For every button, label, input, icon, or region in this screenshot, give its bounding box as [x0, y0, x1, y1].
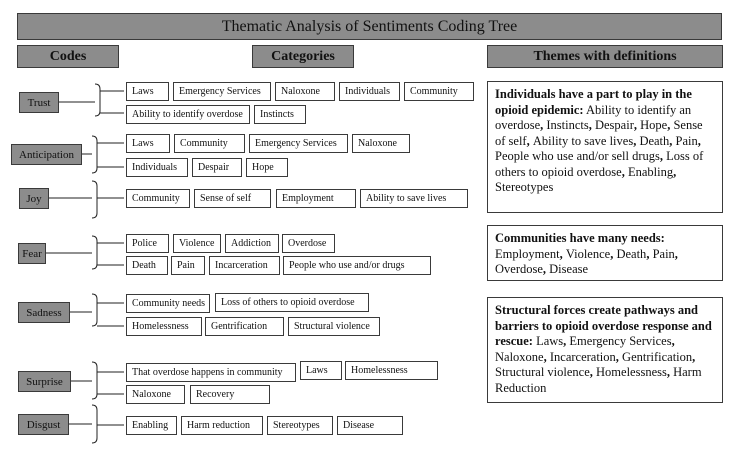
code-sadness: Sadness: [18, 302, 70, 323]
category-box: Violence: [173, 234, 221, 253]
theme-item: People who use and/or sell drugs: [495, 149, 660, 163]
theme-item: Incarceration: [549, 349, 616, 364]
category-box: Community: [404, 82, 474, 101]
category-box: Stereotypes: [267, 416, 333, 435]
theme-item: Ability to identify an overdose: [495, 102, 692, 133]
category-box: Emergency Services: [173, 82, 271, 101]
category-box: Laws: [126, 134, 170, 153]
category-box: Homelessness: [126, 317, 202, 336]
theme-box-communities: Communities have many needs: Employment,…: [487, 225, 723, 281]
category-box: Structural violence: [288, 317, 380, 336]
theme-item: Violence: [565, 246, 611, 261]
theme-item: Laws: [536, 334, 564, 348]
category-box: Community: [126, 189, 190, 208]
category-box: Community: [174, 134, 245, 153]
theme-item: Ability to save lives: [532, 133, 634, 148]
category-box: Police: [126, 234, 169, 253]
category-box: Ability to save lives: [360, 189, 468, 208]
theme-item: Sense of self: [495, 118, 703, 148]
category-box: Hope: [246, 158, 288, 177]
theme-item: Disease: [549, 262, 589, 276]
theme-item: Gentrification: [622, 349, 693, 364]
code-disgust: Disgust: [18, 414, 69, 435]
page-title: Thematic Analysis of Sentiments Coding T…: [17, 13, 722, 40]
category-box: Disease: [337, 416, 403, 435]
category-box: Despair: [192, 158, 242, 177]
category-box: Naloxone: [275, 82, 335, 101]
category-box: Individuals: [339, 82, 400, 101]
theme-item: Pain: [652, 246, 675, 261]
code-surprise: Surprise: [18, 371, 71, 392]
theme-item: Death: [639, 133, 670, 148]
category-box: Harm reduction: [181, 416, 263, 435]
category-box: Incarceration: [209, 256, 280, 275]
category-box: Recovery: [190, 385, 270, 404]
categories-header: Categories: [252, 45, 354, 68]
theme-item: Enabling: [627, 164, 674, 179]
codes-header: Codes: [17, 45, 119, 68]
category-box: Enabling: [126, 416, 177, 435]
theme-item: Structural violence: [495, 365, 590, 379]
themes-header: Themes with definitions: [487, 45, 723, 68]
theme-title: Individuals have a part to play in the o…: [495, 87, 692, 117]
theme-item: Employment: [495, 246, 560, 261]
theme-item: Despair: [594, 118, 634, 132]
category-box: Sense of self: [194, 189, 271, 208]
theme-item: Emergency Services: [569, 334, 672, 348]
category-box: Community needs: [126, 294, 210, 313]
category-box: Loss of others to opioid overdose: [215, 293, 369, 312]
theme-item: Pain: [675, 133, 698, 148]
theme-item: Loss of others to opioid overdose: [495, 149, 704, 179]
category-box: Instincts: [254, 105, 306, 124]
theme-item: Harm Reduction: [495, 365, 702, 395]
theme-item: Homelessness: [596, 365, 667, 379]
theme-item: Stereotypes: [495, 180, 554, 194]
category-box: Individuals: [126, 158, 188, 177]
category-box: Laws: [300, 361, 342, 380]
category-box: Death: [126, 256, 168, 275]
category-box: Emergency Services: [249, 134, 348, 153]
theme-box-individuals: Individuals have a part to play in the o…: [487, 81, 723, 213]
theme-title: Communities have many needs:: [495, 231, 665, 245]
category-box: People who use and/or drugs: [283, 256, 431, 275]
code-fear: Fear: [18, 243, 46, 264]
category-box: Naloxone: [352, 134, 410, 153]
category-box: Naloxone: [126, 385, 185, 404]
theme-item: Naloxone: [495, 349, 544, 364]
category-box: Addiction: [225, 234, 279, 253]
code-trust: Trust: [19, 92, 59, 113]
code-anticipation: Anticipation: [11, 144, 82, 165]
category-box: Laws: [126, 82, 169, 101]
category-box: Homelessness: [345, 361, 438, 380]
theme-item: Overdose: [495, 262, 543, 276]
category-box: That overdose happens in community: [126, 363, 296, 382]
theme-item: Death: [616, 246, 647, 261]
category-box: Pain: [171, 256, 205, 275]
category-box: Ability to identify overdose: [126, 105, 250, 124]
theme-item: Instincts: [546, 118, 589, 132]
theme-item: Hope: [640, 118, 668, 132]
theme-title: Structural forces create pathways and ba…: [495, 303, 712, 348]
category-box: Overdose: [282, 234, 335, 253]
category-box: Gentrification: [205, 317, 284, 336]
code-joy: Joy: [19, 188, 49, 209]
theme-box-structural: Structural forces create pathways and ba…: [487, 297, 723, 403]
category-box: Employment: [276, 189, 356, 208]
